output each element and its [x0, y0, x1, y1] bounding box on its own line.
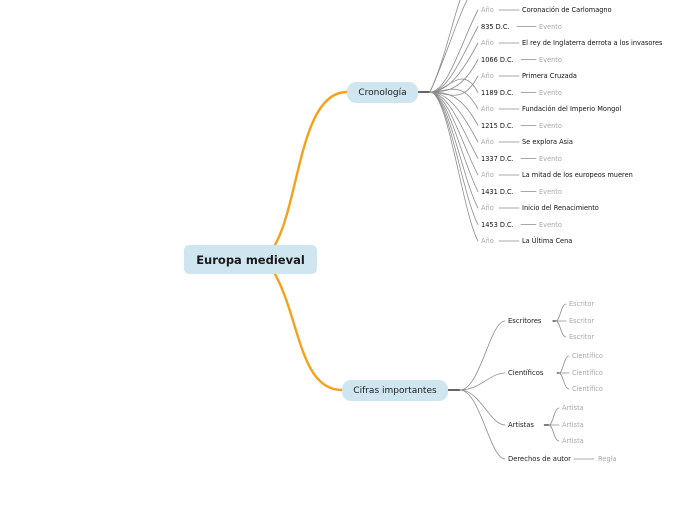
child-connector: [548, 407, 560, 426]
timeline-connector: [429, 91, 479, 242]
timeline-connector: [429, 78, 479, 93]
event-label[interactable]: Evento: [539, 121, 562, 130]
year-value[interactable]: 1189 D.C.: [481, 88, 514, 97]
figure-child[interactable]: Artista: [562, 421, 584, 429]
timeline-connector: [429, 9, 479, 93]
event-value[interactable]: La mitad de los europeos mueren: [522, 171, 633, 179]
figure-child[interactable]: Científico: [572, 352, 603, 360]
child-connector: [558, 372, 570, 390]
year-label[interactable]: Año: [481, 6, 494, 14]
timeline-connector: [429, 91, 479, 192]
timeline-connector: [429, 91, 479, 209]
figures-connector: [459, 320, 506, 391]
event-value[interactable]: Coronación de Carlomagno: [522, 6, 612, 14]
timeline-connector: [429, 91, 479, 143]
figure-group-2[interactable]: Artistas: [508, 421, 534, 429]
figure-group-3[interactable]: Derechos de autor: [508, 455, 571, 463]
year-value[interactable]: 1337 D.C.: [481, 154, 514, 163]
timeline-connector: [429, 88, 479, 110]
event-value[interactable]: Fundación del Imperio Mongol: [522, 105, 622, 113]
year-value[interactable]: 1215 D.C.: [481, 121, 514, 130]
figure-group-1[interactable]: Científicos: [508, 369, 544, 377]
figures-connector: [459, 372, 506, 391]
year-label[interactable]: Año: [481, 171, 494, 179]
event-value[interactable]: Primera Cruzada: [522, 72, 577, 80]
figure-child[interactable]: Escritor: [569, 300, 595, 308]
root-branch-connector: [273, 90, 349, 247]
figures-connector: [459, 389, 506, 460]
year-label[interactable]: Año: [481, 237, 494, 245]
root-topic[interactable]: Europa medieval: [184, 245, 317, 274]
year-value[interactable]: 1066 D.C.: [481, 55, 514, 64]
timeline-connector: [429, 42, 479, 93]
child-connector: [555, 303, 567, 322]
year-label[interactable]: Año: [481, 138, 494, 146]
event-value[interactable]: El rey de Inglaterra derrota a los invas…: [522, 39, 663, 47]
timeline-connector: [429, 91, 479, 159]
figure-child[interactable]: Artista: [562, 437, 584, 445]
event-value[interactable]: Se explora Asia: [522, 138, 573, 146]
event-label[interactable]: Evento: [539, 88, 562, 97]
child-connector: [555, 320, 567, 338]
year-label[interactable]: Año: [481, 39, 494, 47]
year-value[interactable]: 835 D.C.: [481, 22, 510, 31]
child-connector: [548, 424, 560, 442]
event-label[interactable]: Evento: [539, 22, 562, 31]
timeline-connector-offscreen: [429, 0, 461, 93]
event-label[interactable]: Evento: [539, 187, 562, 196]
figure-child[interactable]: Regla: [598, 455, 617, 463]
branch-cifras-importantes[interactable]: Cifras importantes: [342, 380, 448, 401]
root-branch-connector: [273, 272, 344, 392]
figure-child[interactable]: Científico: [572, 369, 603, 377]
figure-child[interactable]: Artista: [562, 404, 584, 412]
figures-connector: [459, 389, 506, 426]
event-value[interactable]: Inicio del Renacimiento: [522, 204, 599, 212]
event-value[interactable]: La Última Cena: [522, 237, 573, 245]
year-value[interactable]: 1431 D.C.: [481, 187, 514, 196]
timeline-connector: [429, 91, 479, 225]
figure-child[interactable]: Científico: [572, 385, 603, 393]
year-label[interactable]: Año: [481, 204, 494, 212]
event-label[interactable]: Evento: [539, 55, 562, 64]
branch-cronologia[interactable]: Cronología: [347, 82, 418, 103]
figure-group-0[interactable]: Escritores: [508, 317, 542, 325]
figure-child[interactable]: Escritor: [569, 333, 595, 341]
event-label[interactable]: Evento: [539, 220, 562, 229]
figure-child[interactable]: Escritor: [569, 317, 595, 325]
year-label[interactable]: Año: [481, 105, 494, 113]
event-label[interactable]: Evento: [539, 154, 562, 163]
year-value[interactable]: 1453 D.C.: [481, 220, 514, 229]
year-label[interactable]: Año: [481, 72, 494, 80]
child-connector: [558, 355, 570, 374]
